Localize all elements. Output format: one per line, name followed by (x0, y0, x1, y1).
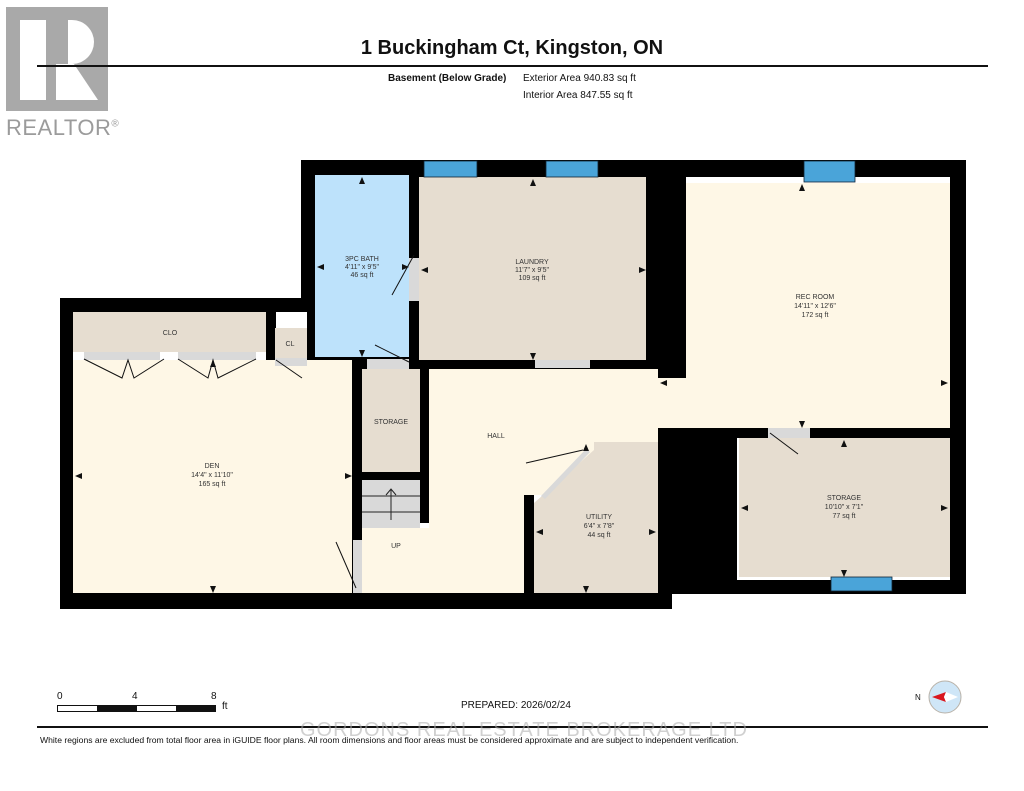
compass: N (915, 680, 967, 725)
window (830, 576, 893, 592)
compass-needle-icon (932, 692, 946, 702)
disclaimer-text: White regions are excluded from total fl… (40, 735, 739, 745)
room-label: CL (286, 341, 295, 348)
windows (423, 160, 893, 592)
room-dims: 11'7" x 9'5" (515, 267, 549, 274)
interior-area: Interior Area 847.55 sq ft (523, 90, 633, 101)
scale-unit: ft (222, 701, 228, 712)
room-label: DEN (205, 463, 220, 470)
room-labels: 3PC BATH 4'11" x 9'5" 46 sq ft LAUNDRY 1… (163, 256, 864, 550)
room-label: STORAGE (827, 495, 861, 502)
room-dims: 14'4" x 11'10" (191, 472, 233, 479)
window (803, 160, 856, 183)
window (545, 160, 599, 178)
room-utility (534, 442, 658, 593)
prepared-date: PREPARED: 2026/02/24 (461, 700, 571, 711)
room-area: 44 sq ft (588, 532, 611, 539)
scale-tick: 0 (57, 691, 63, 702)
room-closet (73, 312, 266, 352)
room-cl (275, 328, 307, 358)
scale-tick: 8 (211, 691, 217, 702)
exterior-area: Exterior Area 940.83 sq ft (523, 73, 636, 84)
room-area: 77 sq ft (833, 513, 856, 520)
window (423, 160, 478, 178)
doors (83, 254, 810, 593)
scale-tick: 4 (132, 691, 138, 702)
room-laundry (419, 177, 646, 360)
footer-divider (37, 726, 988, 728)
realtor-r-mark-icon (6, 7, 108, 111)
dimension-arrows (75, 177, 948, 593)
room-label: 3PC BATH (345, 256, 379, 263)
floor-level-label: Basement (Below Grade) (388, 73, 507, 84)
room-dims: 10'10" x 7'1" (825, 504, 864, 511)
room-area: 109 sq ft (519, 275, 546, 282)
room-label: REC ROOM (796, 294, 835, 301)
room-rec-room (686, 183, 950, 428)
room-dims: 4'11" x 9'5" (345, 264, 379, 271)
room-den (73, 360, 352, 593)
compass-north-label: N (915, 693, 921, 702)
stairs-label: UP (391, 543, 401, 550)
room-label: HALL (487, 433, 505, 440)
room-label: UTILITY (586, 514, 612, 521)
room-label: CLO (163, 330, 178, 337)
property-address-title: 1 Buckingham Ct, Kingston, ON (360, 37, 664, 59)
room-dims: 14'11" x 12'6" (794, 303, 836, 310)
stair-treads (362, 488, 420, 520)
room-3pc-bath (315, 175, 409, 357)
realtor-logo: REALTOR® (6, 7, 119, 140)
room-storage (739, 438, 950, 577)
room-area: 172 sq ft (802, 312, 829, 319)
room-fills (73, 175, 950, 593)
room-label: LAUNDRY (515, 259, 549, 266)
room-area: 165 sq ft (199, 481, 226, 488)
room-label: STORAGE (374, 419, 408, 426)
room-dims: 6'4" x 7'8" (584, 523, 615, 530)
room-area: 46 sq ft (351, 272, 374, 279)
realtor-logo-text: REALTOR (6, 115, 112, 140)
brokerage-watermark: GORDONS REAL ESTATE BROKERAGE LTD (300, 719, 748, 741)
room-storage-small (362, 369, 420, 472)
header-divider (37, 65, 988, 67)
